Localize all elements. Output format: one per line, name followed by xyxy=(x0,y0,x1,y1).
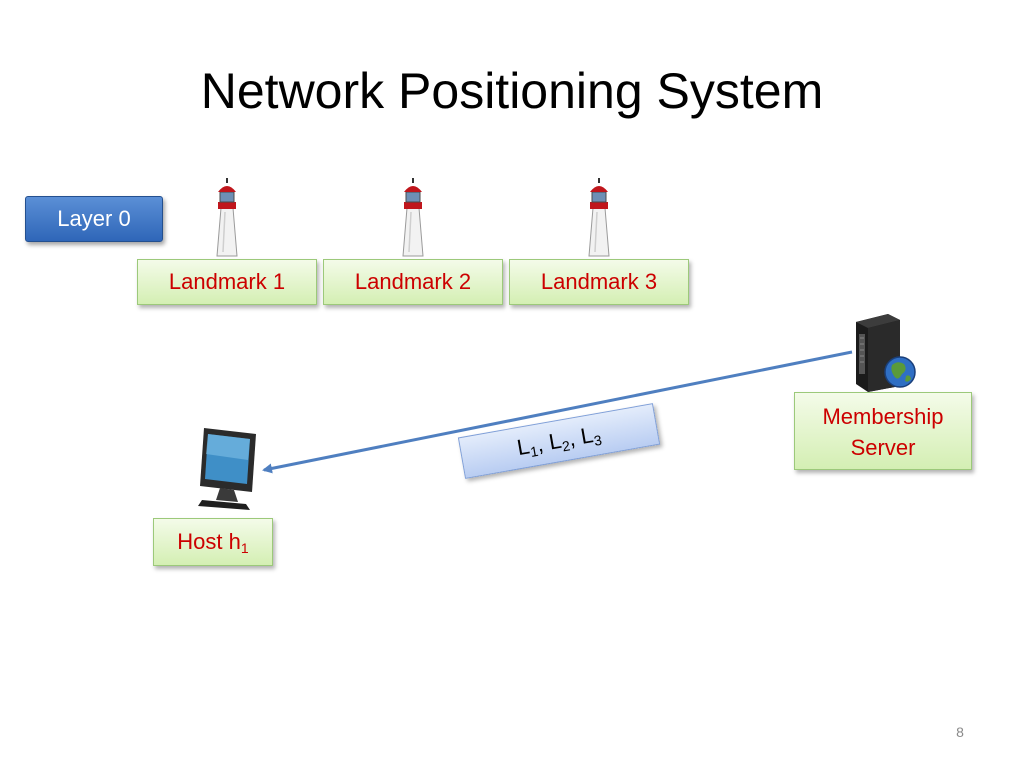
page-title: Network Positioning System xyxy=(200,63,824,119)
host-subscript: 1 xyxy=(240,540,249,556)
host-h1-box[interactable]: Host h1 xyxy=(153,518,273,566)
layer-0-badge[interactable]: Layer 0 xyxy=(25,196,163,242)
lighthouse-icon xyxy=(207,178,247,258)
landmark-3-box[interactable]: Landmark 3 xyxy=(509,259,689,305)
landmark-2-box[interactable]: Landmark 2 xyxy=(323,259,503,305)
server-label-line2: Server xyxy=(850,435,916,460)
server-icon xyxy=(848,312,920,392)
lighthouse-icon xyxy=(579,178,619,258)
server-label-line1: Membership xyxy=(822,404,944,429)
message-l3-sub: 3 xyxy=(592,431,604,449)
lighthouse-icon xyxy=(393,178,433,258)
landmark-1-box[interactable]: Landmark 1 xyxy=(137,259,317,305)
membership-server-box[interactable]: Membership Server xyxy=(794,392,972,470)
page-number: 8 xyxy=(956,724,964,740)
computer-monitor-icon xyxy=(194,426,266,512)
host-label: Host h xyxy=(177,529,241,554)
